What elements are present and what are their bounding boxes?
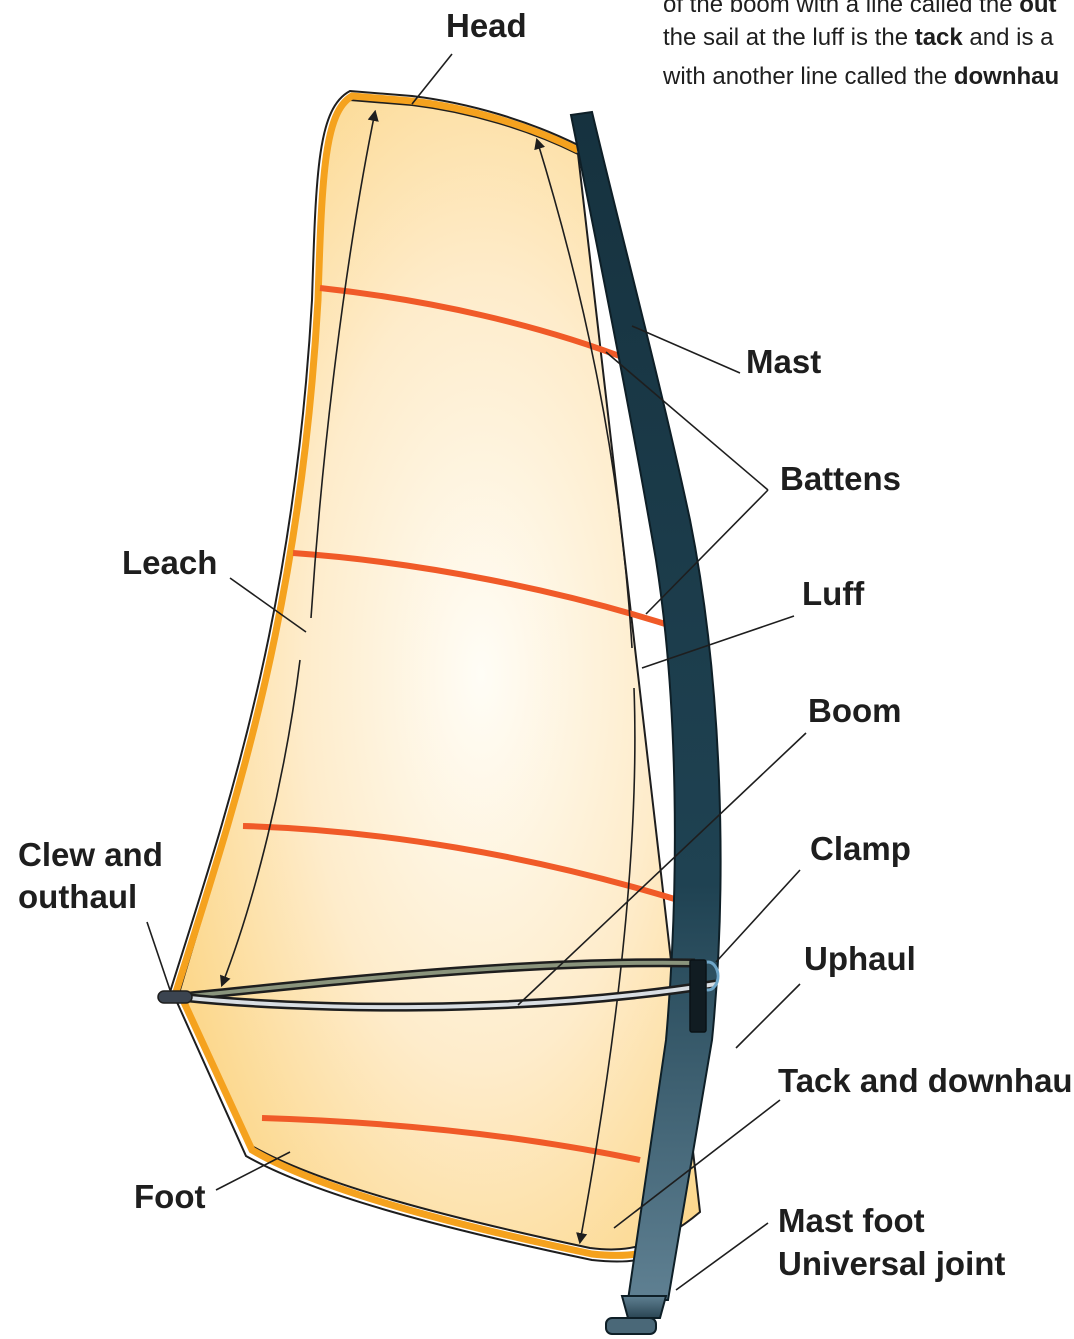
- label-luff: Luff: [802, 575, 865, 612]
- label-mast: Mast: [746, 343, 821, 380]
- label-tack: Tack and downhaul: [778, 1062, 1074, 1099]
- caption-line2-b: and is a: [963, 24, 1054, 51]
- caption-line1-bold: out: [1019, 0, 1056, 18]
- label-mast-foot-line2: Universal joint: [778, 1245, 1005, 1282]
- label-leach: Leach: [122, 544, 217, 581]
- leader-clamp: [716, 870, 800, 962]
- caption-text: of the boom with a line called the out t…: [662, 0, 1059, 90]
- caption-line3-bold: downhau: [954, 63, 1059, 90]
- label-foot: Foot: [134, 1178, 205, 1215]
- label-uphaul: Uphaul: [804, 940, 916, 977]
- clew-end-cap: [158, 991, 192, 1003]
- mast-foot-universal-joint: [606, 1296, 666, 1334]
- leader-uphaul: [736, 984, 800, 1048]
- svg-text:of the boom with a line called: of the boom with a line called the out: [663, 0, 1057, 18]
- leader-clew: [147, 922, 170, 990]
- caption-line3-a: with another line called the: [662, 63, 954, 90]
- label-clamp: Clamp: [810, 830, 911, 867]
- leader-foot: [216, 1152, 290, 1190]
- leader-head: [412, 54, 452, 104]
- label-clew-line1: Clew and: [18, 836, 163, 873]
- label-clew-line2: outhaul: [18, 878, 137, 915]
- caption-line1: of the boom with a line called the: [663, 0, 1019, 18]
- caption-line2-a: the sail at the luff is the: [663, 24, 915, 51]
- caption-line2-bold: tack: [915, 24, 964, 51]
- leader-mast-foot: [676, 1223, 768, 1290]
- label-boom: Boom: [808, 692, 902, 729]
- label-battens: Battens: [780, 460, 901, 497]
- svg-text:the sail at the luff is the ta: the sail at the luff is the tack and is …: [663, 24, 1054, 51]
- label-head: Head: [446, 7, 527, 44]
- svg-text:with another line called the d: with another line called the downhau: [662, 63, 1059, 90]
- label-mast-foot-line1: Mast foot: [778, 1202, 925, 1239]
